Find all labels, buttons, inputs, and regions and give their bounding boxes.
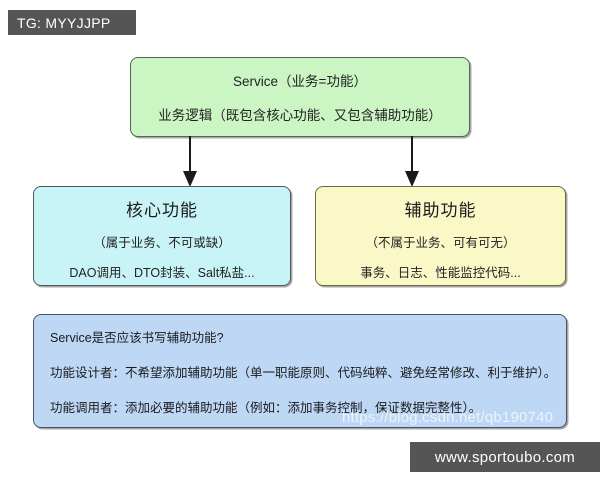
node-auxiliary-title: 辅助功能 bbox=[404, 201, 477, 220]
node-core-items: DAO调用、DTO封装、Salt私盐... bbox=[69, 266, 255, 280]
note-panel: Service是否应该书写辅助功能? 功能设计者：不希望添加辅助功能（单一职能原… bbox=[33, 314, 567, 428]
node-auxiliary-subtitle: （不属于业务、可有可无） bbox=[365, 236, 516, 250]
note-line-caller: 功能调用者：添加必要的辅助功能（例如：添加事务控制，保证数据完整性）。 bbox=[50, 400, 482, 415]
note-line-designer: 功能设计者：不希望添加辅助功能（单一职能原则、代码纯粹、避免经常修改、利于维护）… bbox=[50, 365, 557, 380]
node-core-subtitle: （属于业务、不可或缺） bbox=[93, 236, 231, 250]
top-watermark-tag: TG: MYYJJPP bbox=[8, 10, 136, 35]
node-core-title: 核心功能 bbox=[126, 201, 198, 220]
node-service-line2: 业务逻辑（既包含核心功能、又包含辅助功能） bbox=[158, 108, 442, 123]
node-auxiliary-function: 辅助功能 （不属于业务、可有可无） 事务、日志、性能监控代码... bbox=[315, 186, 566, 286]
node-service-line1: Service（业务=功能） bbox=[233, 74, 367, 89]
node-service: Service（业务=功能） 业务逻辑（既包含核心功能、又包含辅助功能） bbox=[130, 57, 470, 137]
node-core-function: 核心功能 （属于业务、不可或缺） DAO调用、DTO封装、Salt私盐... bbox=[33, 186, 291, 286]
note-line-question: Service是否应该书写辅助功能? bbox=[50, 330, 224, 345]
arrow-service-to-core bbox=[178, 136, 202, 193]
arrow-service-to-aux bbox=[400, 136, 424, 193]
bottom-watermark-tag: www.sportoubo.com bbox=[410, 442, 600, 472]
node-auxiliary-items: 事务、日志、性能监控代码... bbox=[360, 266, 521, 280]
